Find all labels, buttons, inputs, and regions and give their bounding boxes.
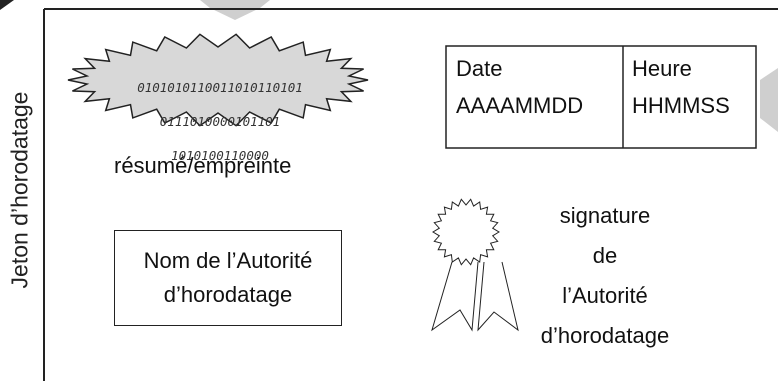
digest-binary: 0101010110011010110101 0111010000101101 … bbox=[95, 62, 345, 181]
signature-line: de bbox=[592, 243, 618, 268]
digest-line: 1010100110000 bbox=[171, 148, 269, 163]
digest-line: 0101010110011010110101 bbox=[137, 80, 303, 95]
time-header: Heure bbox=[632, 56, 692, 81]
authority-name-line: Nom de l’Autorité bbox=[143, 248, 313, 273]
signature-line: signature bbox=[559, 203, 651, 228]
arrow-fragment-top-left bbox=[0, 0, 14, 10]
digest-line: 0111010000101101 bbox=[159, 114, 281, 129]
token-label: Jeton d’horodatage bbox=[6, 91, 33, 289]
seal-rosette-icon bbox=[432, 198, 500, 266]
date-header: Date bbox=[456, 56, 503, 81]
signature-caption: signature de l’Autorité d’horodatage bbox=[510, 196, 700, 356]
seal-ribbon-icon bbox=[431, 261, 519, 332]
date-value: AAAAMMDD bbox=[456, 93, 584, 118]
time-value: HHMMSS bbox=[632, 93, 730, 118]
arrow-fragment-right bbox=[760, 68, 778, 132]
signature-line: d’horodatage bbox=[540, 323, 670, 348]
digest-cloud-shape bbox=[67, 33, 369, 127]
signature-line: l’Autorité bbox=[562, 283, 648, 308]
timestamp-table bbox=[445, 45, 757, 149]
digest-caption: résumé/empreinte bbox=[114, 153, 292, 178]
authority-name-line: d’horodatage bbox=[163, 282, 293, 307]
authority-name-box: Nom de l’Autorité d’horodatage bbox=[114, 230, 342, 326]
